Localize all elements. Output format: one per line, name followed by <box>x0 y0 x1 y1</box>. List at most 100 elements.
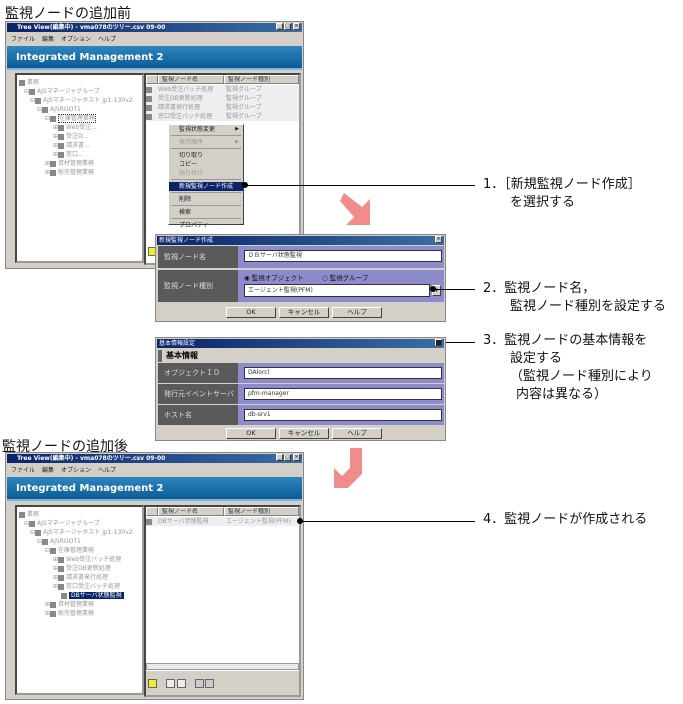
node-type-select[interactable]: エージェント監視(PFM) <box>244 284 430 297</box>
tree-node[interactable]: ⊟在庫管理業務 <box>45 547 95 554</box>
tree-node[interactable]: ⊟AJSマネージャグループ <box>24 88 100 95</box>
ok-button[interactable]: OK <box>226 428 276 439</box>
down-arrow-icon <box>340 193 370 225</box>
tree-view-window-after: Tree View(編集中) - vma078のツリー.csv 09-00 _ … <box>5 452 304 700</box>
tree-node[interactable]: ⊟AJSROOT1 <box>37 538 81 545</box>
tree-node[interactable]: ⊞窓口... <box>53 151 84 158</box>
table-row[interactable]: DBサーバ状態監視エージェント監視(PFM) <box>146 517 299 526</box>
horizontal-scrollbar[interactable] <box>146 663 299 670</box>
folder-icon <box>58 142 65 149</box>
tree-panel[interactable]: 業務 ⊟AJSマネージャグループ ⊟AJSマネージャホスト jp1-130v2 … <box>15 505 144 695</box>
tree-node[interactable]: ⊟AJSROOT1 <box>37 106 81 113</box>
ok-button[interactable]: OK <box>226 307 276 318</box>
disabled-icon[interactable] <box>195 679 204 688</box>
menu-help[interactable]: ヘルプ <box>98 467 117 474</box>
minimize-button[interactable]: _ <box>276 454 283 461</box>
menu-options[interactable]: オプション <box>61 467 92 474</box>
maximize-button[interactable]: □ <box>284 23 291 30</box>
tree-node[interactable]: ⊟AJSマネージャホスト jp1-130v2 <box>30 529 133 536</box>
folder-icon <box>19 511 25 518</box>
node-name-input[interactable]: ＤＢサーバ状態監視 <box>244 250 442 262</box>
callout-line <box>300 521 475 522</box>
tree-node[interactable]: ⊞受注DB更新処理 <box>53 565 111 572</box>
tree-node[interactable]: ⊞販売管理業務 <box>45 169 95 176</box>
table-row[interactable]: 窓口受注バッチ処理監視グループ <box>146 112 299 121</box>
list-panel[interactable]: 監視ノード名 監視ノード種別 DBサーバ状態監視エージェント監視(PFM) <box>144 505 301 697</box>
table-row[interactable]: Web受注バッチ処理監視グループ <box>146 85 299 94</box>
object-id-input[interactable]: DAlorcl <box>244 367 442 379</box>
tree-node[interactable]: 業務 <box>19 510 140 519</box>
folder-icon <box>58 556 65 563</box>
tree-node[interactable]: ⊟AJSマネージャグループ <box>24 520 100 527</box>
view-icon[interactable] <box>177 679 186 688</box>
tree-node[interactable]: ⊞受注D... <box>53 133 89 140</box>
monitor-object-icon <box>146 518 152 525</box>
tree-node[interactable]: ⊞Web受注... <box>53 124 97 131</box>
folder-icon <box>146 104 152 111</box>
disabled-icon[interactable] <box>205 679 214 688</box>
help-button[interactable]: ヘルプ <box>332 428 382 439</box>
window-titlebar: Tree View(編集中) - vma078のツリー.csv 09-00 <box>7 454 302 463</box>
tree-node[interactable]: 業務 <box>19 78 140 87</box>
tree-node[interactable]: ⊟AJSマネージャホスト jp1-130v2 <box>30 97 133 104</box>
menu-options[interactable]: オプション <box>61 36 92 43</box>
new-node-dialog: 新規監視ノード作成 × 監視ノード名 ＤＢサーバ状態監視 監視ノード種別 ◉ 監… <box>155 234 446 322</box>
menu-item-cut[interactable]: 切り取り <box>179 152 204 159</box>
menu-item-display-order[interactable]: 表示順序▶ <box>179 139 239 146</box>
tree-node[interactable]: ⊞資材管理業務 <box>45 160 95 167</box>
folder-icon <box>50 169 57 176</box>
radio-monitoring-group[interactable]: ○ 監視グループ <box>322 274 369 282</box>
event-server-input[interactable]: pfm-manager <box>244 388 442 400</box>
column-header-name[interactable]: 監視ノード名 <box>158 75 224 84</box>
maximize-button[interactable]: □ <box>284 454 291 461</box>
radio-monitoring-object[interactable]: ◉ 監視オブジェクト <box>244 274 304 282</box>
host-name-input[interactable]: db-srv1 <box>244 409 442 421</box>
folder-icon <box>29 520 36 527</box>
menu-edit[interactable]: 編集 <box>42 467 55 474</box>
column-header-name[interactable]: 監視ノード名 <box>158 507 224 516</box>
tree-node[interactable]: ⊞資材管理業務 <box>45 601 95 608</box>
menu-item-properties[interactable]: プロパティ <box>179 222 209 229</box>
table-row[interactable]: 請求書発行処理監視グループ <box>146 103 299 112</box>
toolbar-icon[interactable] <box>148 679 157 688</box>
menubar: ファイル編集オプションヘルプ <box>11 465 123 474</box>
menu-item-change-status[interactable]: 監視状態変更▶ <box>179 126 239 133</box>
menu-file[interactable]: ファイル <box>11 467 36 474</box>
folder-icon <box>35 529 42 536</box>
tree-node[interactable]: ⊞請求書発行処理 <box>53 574 109 581</box>
view-icon[interactable] <box>166 679 175 688</box>
menu-file[interactable]: ファイル <box>11 36 36 43</box>
column-header-type[interactable]: 監視ノード種別 <box>224 75 299 84</box>
tree-node[interactable]: ⊞窓口受注バッチ処理 <box>53 583 121 590</box>
cancel-button[interactable]: キャンセル <box>279 428 329 439</box>
tree-node-new-selected[interactable]: DBサーバ状態監視 <box>61 591 182 600</box>
app-banner: Integrated Management 2 <box>7 46 302 70</box>
menu-help[interactable]: ヘルプ <box>98 36 117 43</box>
submenu-arrow-icon: ▶ <box>235 139 239 145</box>
folder-icon <box>58 583 65 590</box>
menu-item-paste[interactable]: 貼り付け <box>179 170 204 177</box>
minimize-button[interactable]: _ <box>276 23 283 30</box>
close-button[interactable]: × <box>293 454 300 461</box>
arrow-shape <box>334 448 362 488</box>
menu-item-new-monitoring-node[interactable]: 新規監視ノード作成 <box>169 182 243 191</box>
close-button[interactable]: × <box>293 23 300 30</box>
menu-item-search[interactable]: 検索 <box>179 209 192 216</box>
context-menu: 監視状態変更▶ 表示順序▶ 切り取り コピー 貼り付け 新規監視ノード作成 削除… <box>168 124 244 229</box>
tree-panel[interactable]: 業務 ⊟AJSマネージャグループ ⊟AJSマネージャホスト jp1-130v2 … <box>15 73 144 263</box>
tree-node[interactable]: ⊞請求書... <box>53 142 90 149</box>
menu-item-copy[interactable]: コピー <box>179 161 198 168</box>
monitor-object-icon <box>61 592 67 599</box>
help-button[interactable]: ヘルプ <box>332 307 382 318</box>
close-icon[interactable]: × <box>435 236 442 243</box>
folder-icon <box>50 160 57 167</box>
column-header-type[interactable]: 監視ノード種別 <box>224 507 299 516</box>
cancel-button[interactable]: キャンセル <box>279 307 329 318</box>
menu-edit[interactable]: 編集 <box>42 36 55 43</box>
menu-item-delete[interactable]: 削除 <box>179 196 192 203</box>
close-icon[interactable] <box>435 339 442 346</box>
tree-node[interactable]: ⊞Web受注バッチ処理 <box>53 556 122 563</box>
tree-node[interactable]: ⊞販売管理業務 <box>45 610 95 617</box>
table-row[interactable]: 受注DB更新処理監視グループ <box>146 94 299 103</box>
tree-node-selected[interactable]: ⊟在庫管理業務 <box>45 114 97 123</box>
